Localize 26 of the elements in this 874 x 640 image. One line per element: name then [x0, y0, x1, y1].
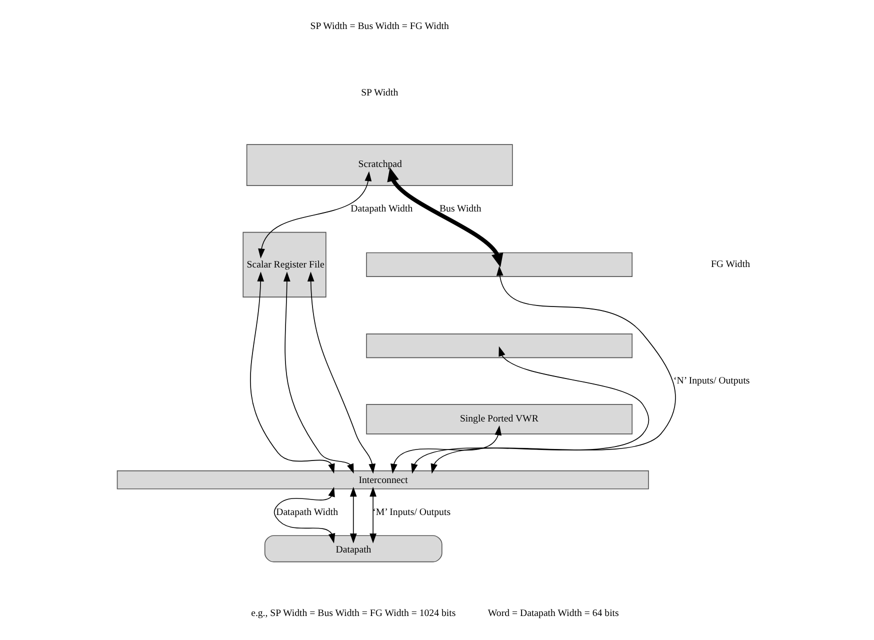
arrow: [387, 167, 504, 268]
arrow: [350, 486, 357, 544]
node-box: Interconnect: [116, 470, 649, 490]
arrow: [283, 272, 354, 474]
node-box: Scalar Register File: [242, 232, 326, 298]
label: SP Width: [361, 87, 398, 98]
arrow: [258, 171, 372, 259]
label: Word = Datapath Width = 64 bits: [488, 608, 619, 620]
label: e.g., SP Width = Bus Width = FG Width = 1024 bits: [251, 608, 456, 620]
edge-label: ‘N’ Inputs/ Outputs: [674, 376, 750, 387]
edge-label: Datapath Width: [276, 506, 338, 518]
edge-label: Bus Width: [439, 203, 482, 214]
edge-label: ‘M’ Inputs/ Outputs: [372, 506, 451, 518]
label: FG Width: [710, 259, 750, 270]
arrow: [370, 486, 376, 544]
node-box: Scratchpad: [246, 144, 513, 186]
arrow: [430, 266, 676, 474]
arrow: [307, 272, 376, 474]
edge-label: Datapath Width: [350, 203, 413, 214]
label: SP Width = Bus Width = FG Width: [310, 21, 449, 32]
arrow: [390, 425, 502, 474]
arrow: [411, 346, 650, 474]
arrow: [274, 486, 336, 544]
node-box: Datapath: [264, 535, 442, 562]
node-box: Single Ported VWR: [366, 404, 633, 434]
arrow: [250, 272, 335, 474]
